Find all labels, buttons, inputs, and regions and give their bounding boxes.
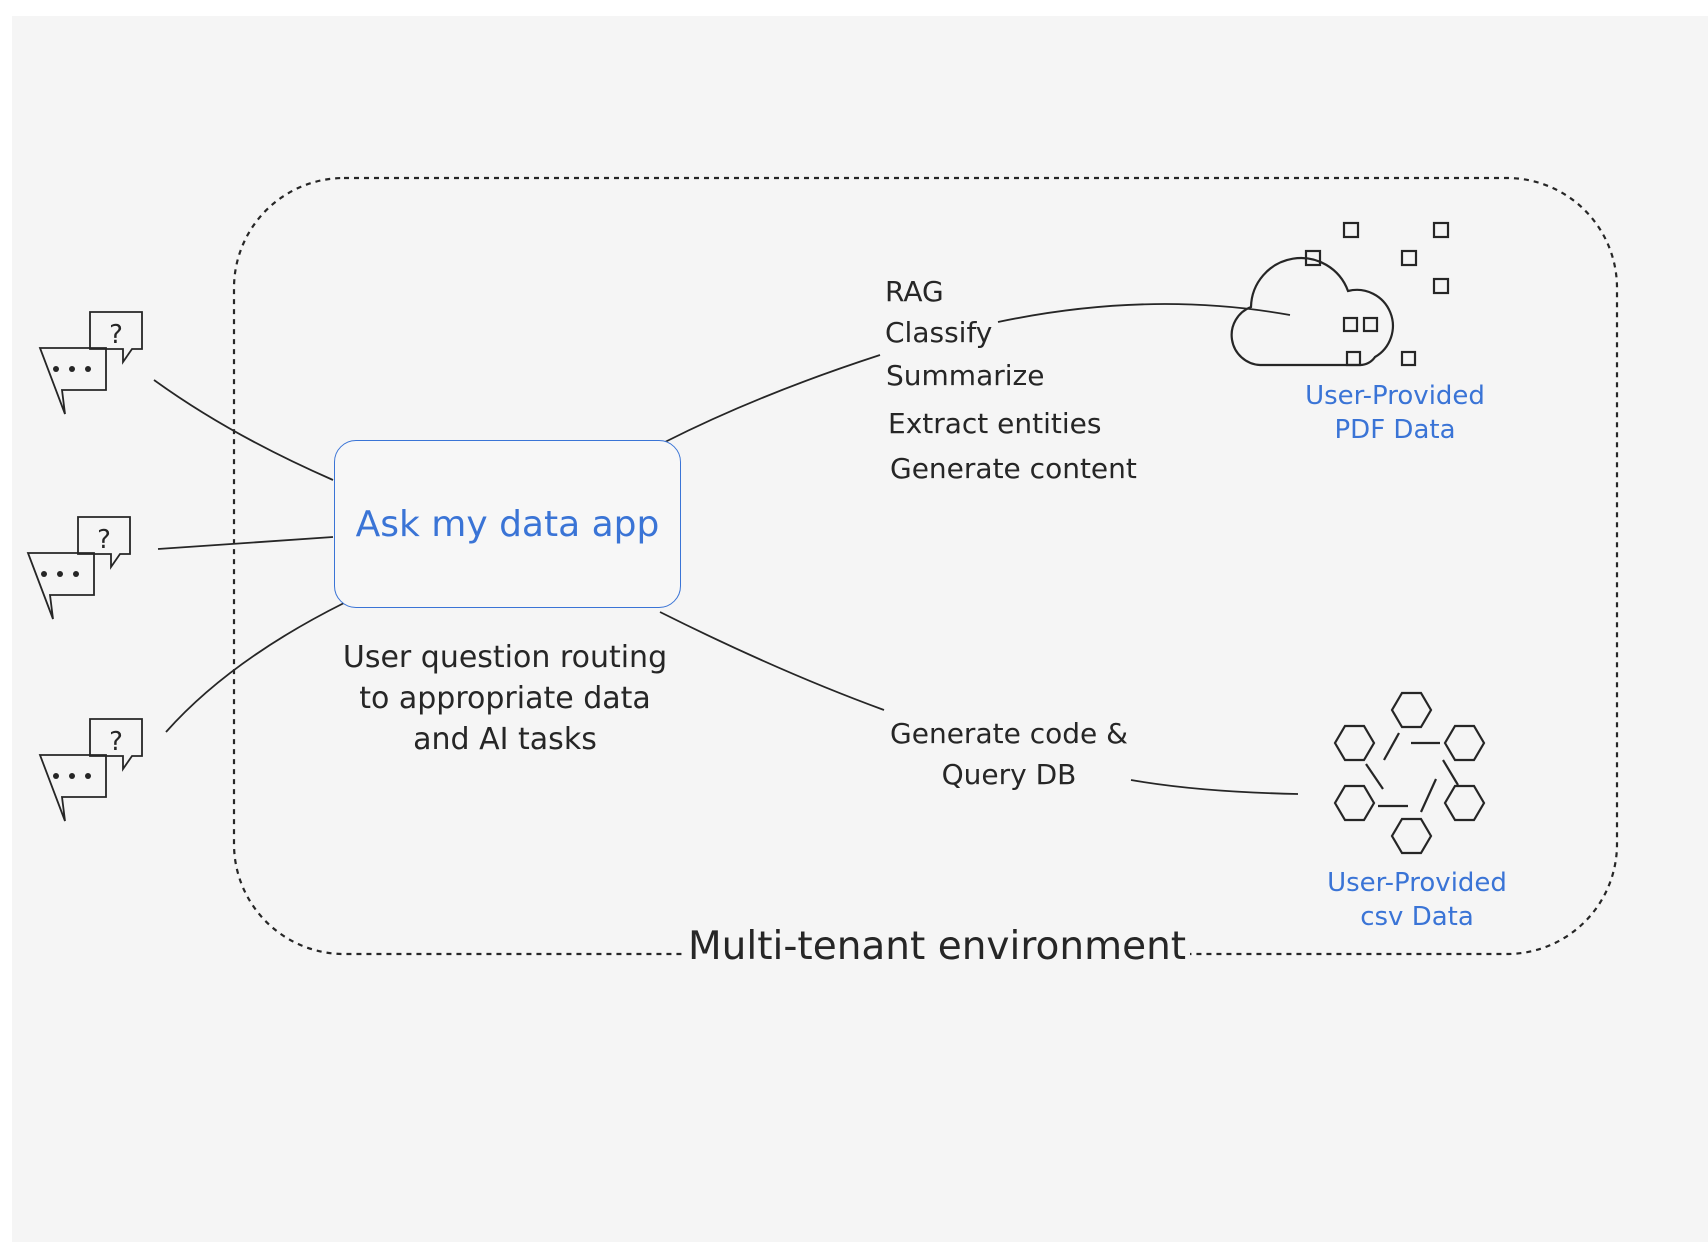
svg-text:?: ? bbox=[109, 727, 123, 757]
pdf-data-label-line: User-Provided bbox=[1305, 381, 1485, 411]
environment-boundary bbox=[232, 176, 1619, 956]
task-rag: RAG bbox=[885, 275, 944, 308]
connector-user2-app bbox=[157, 536, 334, 550]
task-summarize: Summarize bbox=[886, 359, 1045, 392]
svg-text:?: ? bbox=[109, 320, 123, 350]
hexagon-network-icon bbox=[1333, 691, 1486, 855]
app-title: Ask my data app bbox=[355, 503, 660, 545]
routing-caption-line: to appropriate data bbox=[359, 681, 651, 716]
routing-caption-line: and AI tasks bbox=[413, 722, 597, 757]
cloud-data-icon bbox=[1230, 221, 1450, 367]
chat-question-icon: ? bbox=[26, 516, 131, 620]
task-generate-code: Generate code & Query DB bbox=[880, 713, 1138, 795]
csv-data-label-line: User-Provided bbox=[1327, 868, 1507, 898]
connector-tasks-pdf bbox=[997, 303, 1291, 323]
task-generate-content: Generate content bbox=[890, 452, 1137, 485]
csv-data-label-line: csv Data bbox=[1360, 902, 1474, 932]
chat-question-icon: ? bbox=[38, 311, 143, 415]
chat-question-icon: ? bbox=[38, 718, 143, 822]
connector-code-csv bbox=[1130, 779, 1299, 795]
routing-caption: User question routing to appropriate dat… bbox=[330, 637, 680, 760]
environment-label: Multi-tenant environment bbox=[684, 924, 1191, 970]
task-generate-code-line: Generate code & bbox=[890, 717, 1128, 750]
routing-caption-line: User question routing bbox=[342, 640, 668, 675]
pdf-data-label: User-Provided PDF Data bbox=[1280, 379, 1510, 447]
task-classify: Classify bbox=[885, 316, 993, 349]
connector-app-code bbox=[659, 611, 885, 711]
svg-text:?: ? bbox=[97, 525, 111, 555]
connector-user1-app bbox=[153, 379, 334, 481]
connector-app-tasks bbox=[664, 354, 881, 443]
csv-data-label: User-Provided csv Data bbox=[1302, 866, 1532, 934]
ask-my-data-app-node: Ask my data app bbox=[334, 440, 681, 608]
connector-user3-app bbox=[165, 602, 345, 733]
task-extract-entities: Extract entities bbox=[888, 407, 1102, 440]
task-generate-code-line: Query DB bbox=[941, 758, 1077, 791]
pdf-data-label-line: PDF Data bbox=[1334, 415, 1456, 445]
